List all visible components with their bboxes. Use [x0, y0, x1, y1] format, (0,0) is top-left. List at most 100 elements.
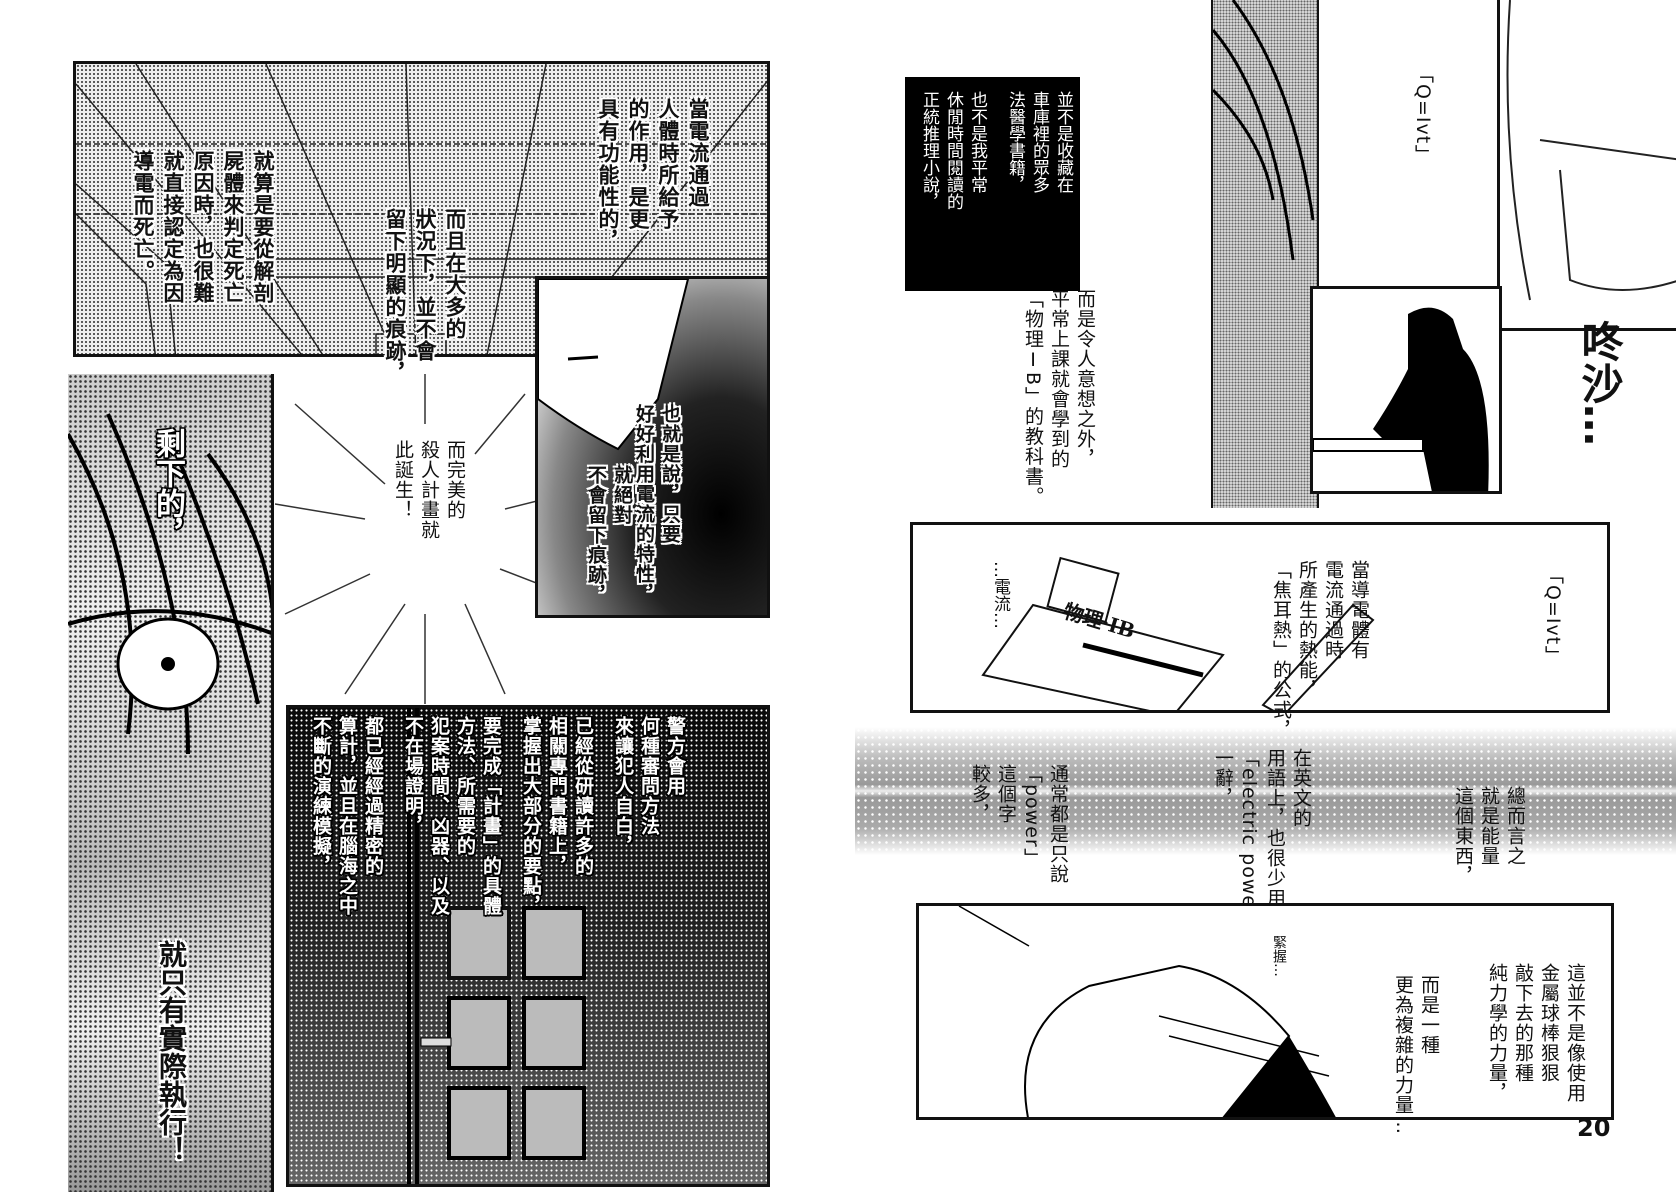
text-column: 更為複雜的力量… — [1392, 975, 1414, 1135]
formula-top: 「Q=Ivt」 — [1410, 64, 1436, 164]
ceiling-caption-a: 當電流通過人體時所給予的作用，是更具有功能性的， — [593, 98, 713, 252]
door-panel — [286, 705, 770, 1187]
text-column: 不在場證明， — [402, 716, 424, 836]
ceiling-caption-c: 就算是要從解剖屍體來判定死亡原因時，也很難就直接認定為因導電而死亡。 — [128, 150, 278, 304]
text-column: 「Q=Ivt」 — [1412, 64, 1434, 165]
text-column: 來讓犯人自白， — [612, 716, 634, 856]
hair-panel — [1211, 0, 1319, 508]
text-column: 平常上課就會學到的 — [1048, 289, 1070, 469]
text-column: 而是一種 — [1418, 975, 1440, 1055]
face-panel — [535, 276, 770, 618]
door-art — [407, 708, 586, 1184]
text-column: 的靈感來源， — [1091, 91, 1111, 193]
text-column: 一辭， — [1212, 748, 1234, 808]
text-column: 就算是要從解剖 — [251, 150, 275, 304]
fist-art — [958, 906, 1336, 1117]
text-column: 人體時所給予 — [656, 98, 680, 230]
text-column: 這個字 — [995, 764, 1017, 824]
text-column: 警方會用 — [664, 716, 686, 796]
formula-books: 「Q=Ivt」 — [1540, 565, 1566, 665]
text-column: 要完成「計畫」的具體 — [480, 716, 502, 916]
text-column: 當導電體有 — [1348, 560, 1370, 660]
text-column: 已經從研讀許多的 — [572, 716, 594, 876]
text-column: 純力學的力量， — [1486, 963, 1508, 1103]
eye-caption-bottom: 就只有實際執行！ — [155, 940, 188, 1164]
eye-art — [68, 413, 271, 755]
text-column: 總而言之 — [1504, 786, 1526, 866]
text-column: …電流… — [990, 561, 1010, 629]
text-column: 正統推理小說， — [919, 91, 939, 210]
text-column: 休閒時間閱讀的 — [943, 91, 963, 210]
face-caption-a: 也就是說，只要好好利用電流的特性， — [631, 404, 683, 604]
text-column: 就是能量 — [1478, 786, 1500, 866]
text-column: 這並不是像使用 — [1564, 963, 1586, 1103]
ceiling-grid-art — [76, 64, 767, 354]
band-caption-energy: 總而言之就是能量這個東西， — [1450, 786, 1528, 886]
text-column: 殺人計畫就 — [418, 440, 440, 540]
ceiling-caption-b: 而且在大多的狀況下，並不會留下明顯的痕跡， — [380, 208, 470, 384]
text-column: 就直接認定為因 — [161, 150, 185, 304]
text-column: 具有功能性的， — [596, 98, 620, 252]
face-art — [538, 279, 690, 451]
text-column: 所產生的熱能， — [1296, 560, 1318, 700]
figure-art — [1506, 0, 1676, 301]
text-column: 好好利用電流的特性， — [633, 404, 655, 604]
text-column: 的作用，是更 — [626, 98, 650, 230]
text-column: 算計，並且在腦海之中 — [336, 716, 358, 916]
text-column: 當電流通過 — [686, 98, 710, 208]
text-column: 而完美的 — [444, 440, 466, 520]
electric-band — [855, 727, 1676, 855]
black-caption-box — [905, 77, 1080, 291]
textbook-caption: 而是令人意想之外，平常上課就會學到的「物理ⅠB」的教科書。 — [1020, 289, 1098, 506]
text-column: 屍體來判定死亡 — [221, 150, 245, 304]
boy-panel — [1310, 286, 1502, 494]
text-column: 敲下去的那種 — [1512, 963, 1534, 1083]
band-caption-english: 在英文的用語上，也很少用「electric power」一辭， — [1210, 748, 1314, 937]
hand-caption-b: 而是一種更為複雜的力量… — [1390, 975, 1442, 1135]
text-column: 都已經經過精密的 — [362, 716, 384, 876]
text-column: 這個東西， — [1452, 786, 1474, 886]
text-column: 給予我「計畫」 — [1115, 91, 1135, 210]
band-caption-power: 通常都是只說「power」這個字較多， — [967, 764, 1071, 884]
text-column: 而且在大多的 — [443, 208, 467, 340]
text-column: 此誕生！ — [392, 440, 414, 520]
text-column: 「Q=Ivt」 — [1542, 565, 1564, 666]
door-caption: 警方會用何種審問方法來讓犯人自白，已經從研讀許多的相關專門書籍上，掌握出大部分的… — [308, 716, 688, 916]
ceiling-panel — [73, 61, 770, 357]
hand-panel — [916, 903, 1614, 1120]
hair-art — [1213, 0, 1315, 261]
text-column: 也就是說，只要 — [659, 404, 681, 544]
text-column: 「焦耳熱」的公式， — [1270, 560, 1292, 740]
eye-panel — [68, 374, 274, 1192]
text-column: 用語上，也很少用 — [1264, 748, 1286, 908]
text-column: 剩下的， — [150, 428, 185, 548]
text-column: 也不是我平常 — [967, 91, 987, 193]
text-column: 原因時，也很難 — [191, 150, 215, 304]
text-column: 就絕對 — [611, 465, 633, 525]
hand-caption-a: 這並不是像使用金屬球棒狠狠敲下去的那種純力學的力量， — [1484, 963, 1588, 1103]
top-right-panel — [1497, 0, 1676, 331]
text-column: 掌握出大部分的要點， — [520, 716, 542, 916]
text-column: 車庫裡的眾多 — [1029, 91, 1049, 193]
face-caption-b: 就絕對不會留下痕跡， — [583, 465, 635, 605]
current-murmur: …電流… — [988, 561, 1012, 629]
text-column: 法醫學書籍， — [1005, 91, 1025, 193]
text-column: 較多， — [969, 764, 991, 824]
text-column: 不斷的演練模擬， — [310, 716, 332, 876]
burst-caption: 而完美的殺人計畫就此誕生！ — [390, 440, 468, 540]
books-panel: 物理·IB — [910, 522, 1610, 713]
text-column: 導電而死亡。 — [131, 150, 155, 282]
text-column: 何種審問方法 — [638, 716, 660, 836]
text-column: 方法、所需要的 — [454, 716, 476, 856]
text-column: 而是令人意想之外， — [1074, 289, 1096, 469]
hand-sfx: 緊握… — [1270, 935, 1288, 977]
text-column: 留下明顯的痕跡， — [383, 208, 407, 384]
text-column: 「物理ⅠB」的教科書。 — [1022, 289, 1044, 507]
text-column: 「electric power」 — [1238, 748, 1260, 937]
page-number: 20 — [1577, 1114, 1611, 1142]
sfx-thud: 咚沙… — [1575, 320, 1624, 446]
text-column: 通常都是只說 — [1047, 764, 1069, 884]
text-column: 不會留下痕跡， — [585, 465, 607, 605]
text-column: 電流通過時 — [1322, 560, 1344, 660]
